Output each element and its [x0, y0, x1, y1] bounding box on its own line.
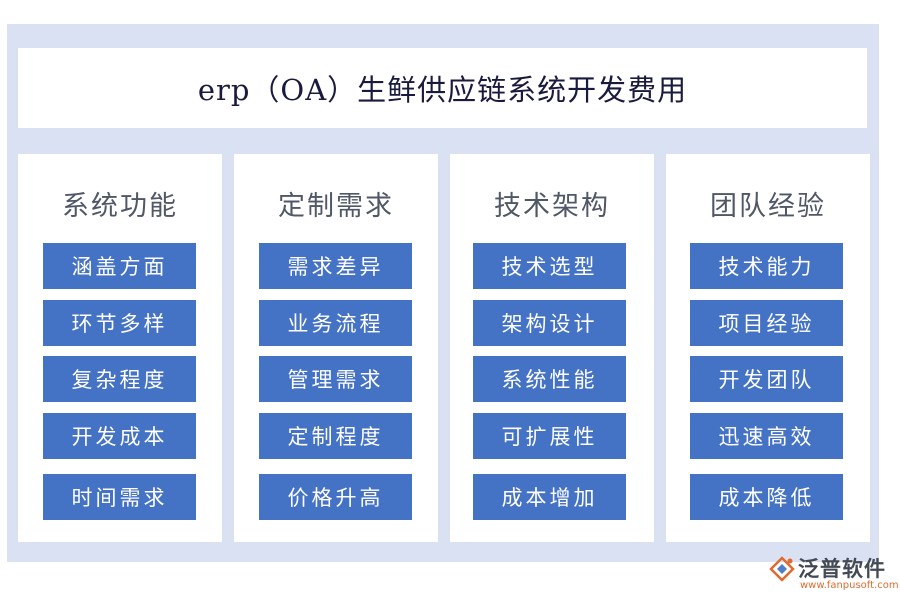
- column-item: 项目经验: [690, 300, 843, 346]
- column-item: 业务流程: [259, 300, 412, 346]
- brand-name: 泛普软件: [798, 557, 886, 581]
- column-item: 系统性能: [473, 356, 626, 402]
- column-item: 成本增加: [473, 474, 626, 520]
- column-item: 环节多样: [43, 300, 196, 346]
- column-item: 技术能力: [690, 243, 843, 289]
- column-item: 定制程度: [259, 413, 412, 459]
- column-custom-requirements: 定制需求 需求差异 业务流程 管理需求 定制程度 价格升高: [234, 154, 438, 542]
- diagram-title: erp（OA）生鲜供应链系统开发费用: [197, 73, 688, 107]
- brand-watermark: 泛普软件 www.fanpusoft.com: [768, 553, 899, 595]
- column-tech-architecture: 技术架构 技术选型 架构设计 系统性能 可扩展性 成本增加: [450, 154, 654, 542]
- column-item: 复杂程度: [43, 356, 196, 402]
- column-item: 开发成本: [43, 413, 196, 459]
- column-item: 涵盖方面: [43, 243, 196, 289]
- column-heading: 团队经验: [710, 191, 826, 222]
- column-item: 管理需求: [259, 356, 412, 402]
- brand-url: www.fanpusoft.com: [800, 580, 899, 591]
- column-heading: 系统功能: [62, 191, 178, 222]
- title-bar: erp（OA）生鲜供应链系统开发费用: [18, 48, 867, 128]
- column-item: 开发团队: [690, 356, 843, 402]
- column-system-function: 系统功能 涵盖方面 环节多样 复杂程度 开发成本 时间需求: [18, 154, 222, 542]
- column-item: 架构设计: [473, 300, 626, 346]
- column-item: 时间需求: [43, 474, 196, 520]
- column-item: 成本降低: [690, 474, 843, 520]
- column-item: 迅速高效: [690, 413, 843, 459]
- column-heading: 技术架构: [494, 191, 610, 222]
- column-item: 技术选型: [473, 243, 626, 289]
- column-heading: 定制需求: [278, 191, 394, 222]
- column-item: 价格升高: [259, 474, 412, 520]
- fanpu-logo-icon: [769, 556, 795, 582]
- column-item: 可扩展性: [473, 413, 626, 459]
- column-team-experience: 团队经验 技术能力 项目经验 开发团队 迅速高效 成本降低: [666, 154, 870, 542]
- column-item: 需求差异: [259, 243, 412, 289]
